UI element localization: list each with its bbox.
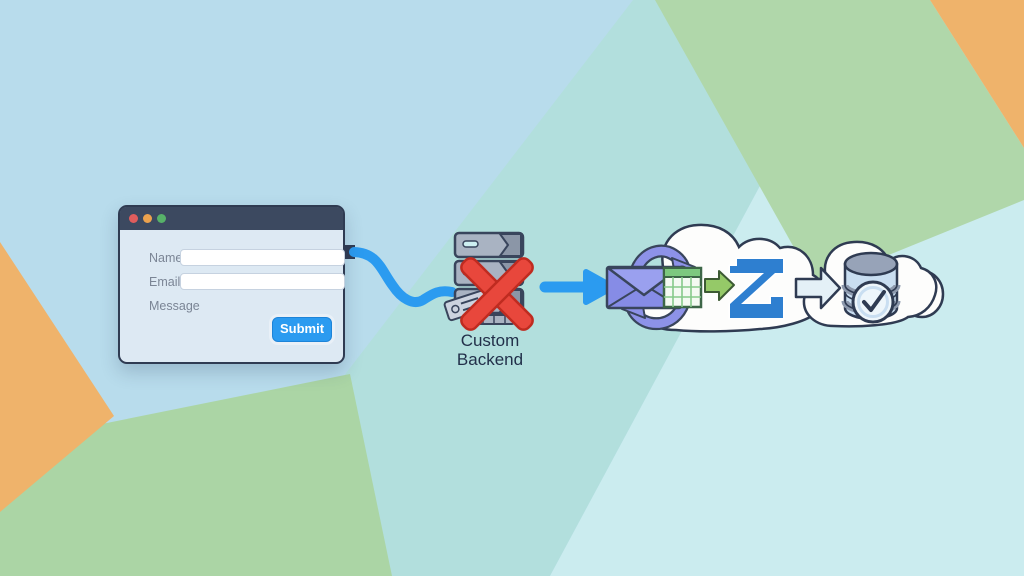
window-titlebar — [120, 207, 343, 230]
bg-green-bottom — [0, 374, 392, 576]
bg-green-band — [655, 0, 1024, 285]
outline-flow-arrow-icon — [794, 266, 842, 310]
maximize-window-icon[interactable] — [157, 214, 166, 223]
contact-form-window: Name Email Message Submit — [118, 205, 345, 364]
name-input[interactable] — [180, 249, 345, 266]
bg-orange-wedge — [0, 242, 114, 512]
z-logo-icon — [728, 257, 785, 320]
flow-arrow-blue-icon — [539, 269, 616, 305]
email-field-label: Email — [149, 275, 181, 289]
check-badge-icon — [851, 280, 895, 324]
message-field-label: Message — [149, 299, 200, 313]
error-x-icon — [460, 257, 534, 331]
minimize-window-icon[interactable] — [143, 214, 152, 223]
spreadsheet-icon — [662, 266, 703, 309]
connector-curve — [343, 245, 457, 308]
submit-button[interactable]: Submit — [272, 317, 332, 342]
green-step-arrow-icon — [704, 270, 735, 301]
email-input[interactable] — [180, 273, 345, 290]
bg-orange-corner — [930, 0, 1024, 148]
name-field-label: Name — [149, 251, 183, 265]
close-window-icon[interactable] — [129, 214, 138, 223]
custom-backend-label: Custom Backend — [456, 331, 524, 369]
server-unit — [453, 231, 525, 259]
